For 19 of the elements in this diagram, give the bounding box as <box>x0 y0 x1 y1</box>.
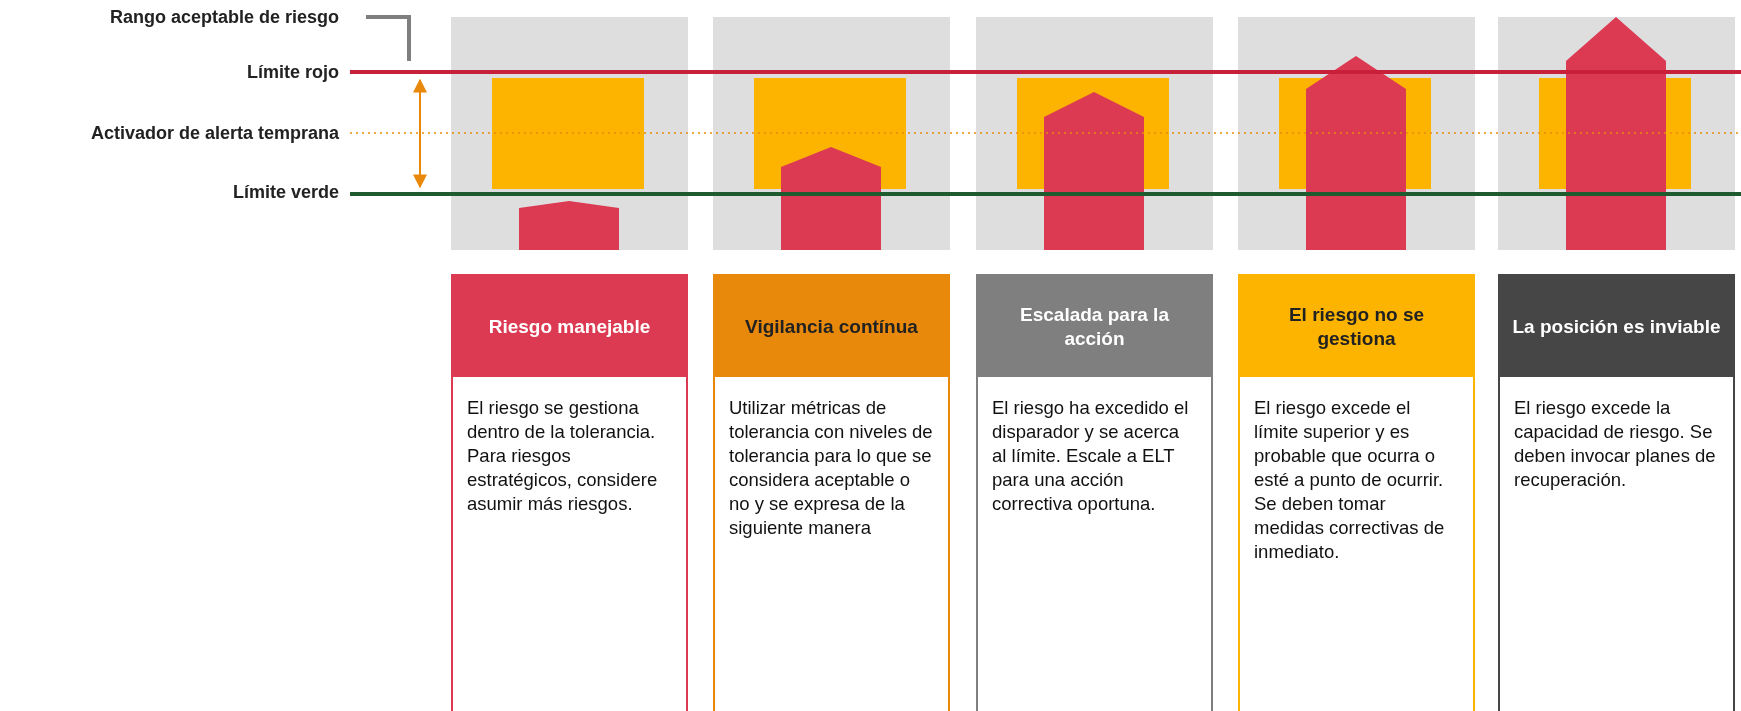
card-heading: Escalada para la acción <box>976 276 1213 377</box>
card-description: El riesgo excede la capacidad de riesgo. Se deben invocar planes de recuperación. <box>1514 396 1717 493</box>
row-label: Rango aceptable de riesgo <box>109 6 339 28</box>
status-card <box>976 274 1213 711</box>
status-card <box>451 274 688 711</box>
card-description: El riesgo se gestiona dentro de la tolerancia. Para riesgos estratégicos, considere asumir más riesgos. <box>467 396 659 517</box>
card-description: El riesgo excede el límite superior y es probable que ocurra o esté a punto de ocurrir. Se deben tomar medidas correctivas de inmediato. <box>1254 396 1446 565</box>
row-label: Límite rojo <box>247 61 339 83</box>
card-heading: La posición es inviable <box>1498 276 1735 377</box>
row-label: Activador de alerta temprana <box>90 122 339 144</box>
row-label: Límite verde <box>232 181 339 203</box>
card-heading: Vigilancia contínua <box>713 276 950 377</box>
card-heading: Riesgo manejable <box>451 276 688 377</box>
card-description: El riesgo ha excedido el disparador y se acerca al límite. Escale a ELT para una acción correctiva oportuna. <box>992 396 1190 517</box>
status-card <box>1498 274 1735 711</box>
card-description: Utilizar métricas de tolerancia con niveles de tolerancia para lo que se considera aceptable o no y se expresa de la siguiente manera <box>729 396 934 541</box>
card-heading: El riesgo no se gestiona <box>1238 276 1475 377</box>
status-card <box>1238 274 1475 711</box>
status-card <box>713 274 950 711</box>
